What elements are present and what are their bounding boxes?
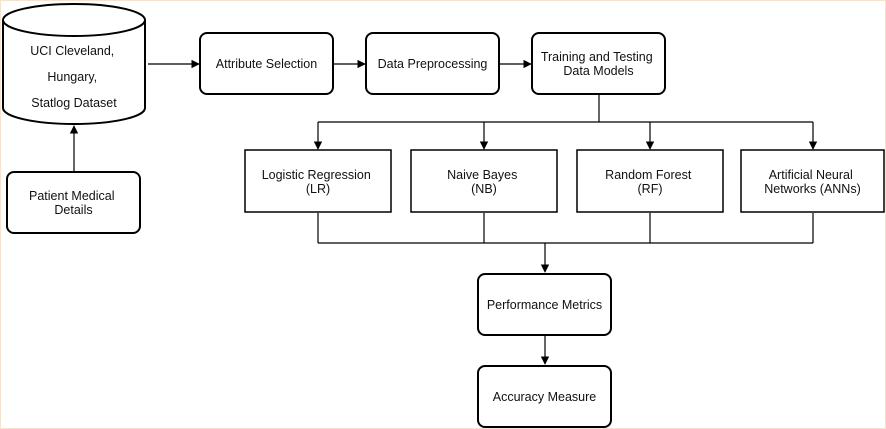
cylinder-body — [2, 20, 146, 125]
random-forest-label-line-1: Random Forest — [605, 168, 692, 182]
node-performance-metrics: Performance Metrics — [477, 273, 612, 336]
node-attribute-selection: Attribute Selection — [199, 32, 334, 95]
node-training-testing: Training and Testing Data Models — [531, 32, 666, 95]
naive-bayes-box — [410, 149, 558, 213]
ann-label-line-2: Networks (ANNs) — [764, 182, 861, 196]
dataset-label-line-2: Hungary, — [47, 70, 97, 84]
cylinder-top — [2, 3, 146, 37]
performance-metrics-label-line-1: Performance Metrics — [487, 298, 602, 312]
data-preprocessing-label: Data Preprocessing — [378, 57, 488, 71]
random-forest-box — [576, 149, 724, 213]
node-logistic-regression: Logistic Regression (LR) — [244, 149, 392, 213]
training-testing-box — [531, 32, 666, 95]
dataset-label-line-3: Statlog Dataset — [31, 96, 117, 110]
accuracy-measure-label-line-1: Accuracy Measure — [493, 390, 597, 404]
training-testing-label: Training and Testing Data Models — [541, 50, 656, 78]
node-artificial-neural-networks: Artificial Neural Networks (ANNs) — [740, 149, 885, 213]
node-patient-medical-details: Patient Medical Details — [6, 171, 141, 234]
ann-label-line-1: Artificial Neural — [769, 168, 853, 182]
naive-bayes-label-line-2: (NB) — [471, 182, 497, 196]
attribute-selection-label: Attribute Selection — [216, 57, 317, 71]
dataset-label: UCI Cleveland, Hungary, Statlog Dataset — [30, 44, 118, 110]
performance-metrics-box — [477, 273, 612, 336]
training-testing-label-line-2: Data Models — [563, 64, 633, 78]
patient-details-label-line-1: Patient Medical — [29, 189, 114, 203]
accuracy-measure-label: Accuracy Measure — [493, 390, 597, 404]
performance-metrics-label: Performance Metrics — [487, 298, 602, 312]
attribute-selection-label-line-1: Attribute Selection — [216, 57, 317, 71]
dataset-label-line-1: UCI Cleveland, — [30, 44, 114, 58]
naive-bayes-label: Naive Bayes (NB) — [447, 168, 521, 196]
training-testing-label-line-1: Training and Testing — [541, 50, 653, 64]
node-dataset-cylinder: UCI Cleveland, Hungary, Statlog Dataset — [2, 3, 146, 125]
node-random-forest: Random Forest (RF) — [576, 149, 724, 213]
ann-box — [740, 149, 885, 213]
patient-details-box — [6, 171, 141, 234]
node-accuracy-measure: Accuracy Measure — [477, 365, 612, 428]
data-preprocessing-box — [365, 32, 500, 95]
ann-label: Artificial Neural Networks (ANNs) — [764, 168, 861, 196]
accuracy-measure-box — [477, 365, 612, 428]
random-forest-label-line-2: (RF) — [638, 182, 663, 196]
naive-bayes-label-line-1: Naive Bayes — [447, 168, 517, 182]
node-naive-bayes: Naive Bayes (NB) — [410, 149, 558, 213]
patient-details-label: Patient Medical Details — [29, 189, 118, 217]
patient-details-label-line-2: Details — [54, 203, 92, 217]
attribute-selection-box — [199, 32, 334, 95]
edges — [69, 59, 818, 365]
logistic-regression-label-line-2: (LR) — [306, 182, 330, 196]
random-forest-label: Random Forest (RF) — [605, 168, 695, 196]
logistic-regression-label-line-1: Logistic Regression — [262, 168, 371, 182]
logistic-regression-label: Logistic Regression (LR) — [262, 168, 375, 196]
data-preprocessing-label-line-1: Data Preprocessing — [378, 57, 488, 71]
node-data-preprocessing: Data Preprocessing — [365, 32, 500, 95]
logistic-regression-box — [244, 149, 392, 213]
